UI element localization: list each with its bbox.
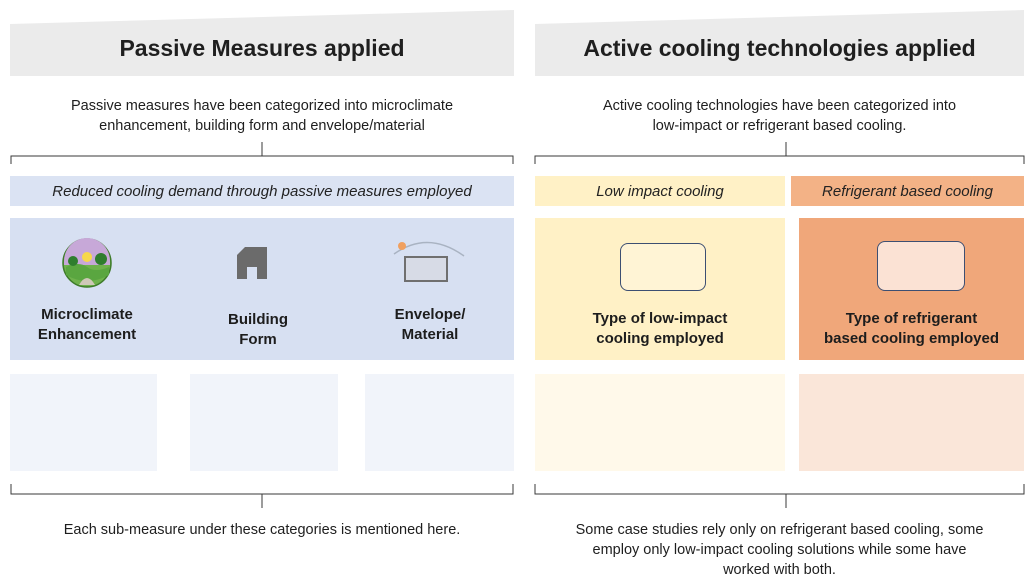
passive-top-brace (10, 142, 514, 164)
microclimate-label-line1: Microclimate (41, 306, 133, 323)
refrigerant-type-box (877, 241, 965, 291)
envelope-material-icon (388, 236, 468, 286)
active-description: Active cooling technologies have been ca… (535, 96, 1024, 136)
passive-category-bar: Reduced cooling demand through passive m… (10, 176, 514, 206)
microclimate-submeasure-box (10, 374, 157, 471)
active-footer-line3: worked with both. (723, 562, 836, 578)
active-footer: Some case studies rely only on refrigera… (535, 520, 1024, 580)
building-form-icon (227, 240, 279, 286)
passive-category-label: Reduced cooling demand through passive m… (52, 182, 472, 200)
envelope-material-submeasure-box (365, 374, 514, 471)
low-impact-label-line1: Type of low-impact (592, 310, 728, 327)
low-impact-label: Type of low-impact cooling employed (535, 309, 785, 349)
passive-description: Passive measures have been categorized i… (10, 96, 514, 136)
active-title: Active cooling technologies applied (583, 34, 976, 61)
refrigerant-label: Type of refrigerant based cooling employ… (799, 309, 1024, 349)
microclimate-label-line2: Enhancement (37, 326, 137, 343)
active-top-brace (534, 142, 1025, 164)
refrigerant-label-line1: Type of refrigerant (845, 310, 978, 327)
passive-bottom-brace (10, 484, 514, 508)
passive-footer: Each sub-measure under these categories … (63, 522, 461, 538)
active-footer-line2: employ only low-impact cooling solutions… (592, 542, 967, 558)
refrigerant-category-bar: Refrigerant based cooling (791, 176, 1024, 206)
active-description-line1: Active cooling technologies have been ca… (602, 98, 957, 114)
refrigerant-label-line2: based cooling employed (823, 330, 1000, 347)
building-form-label-line1: Building (228, 311, 288, 328)
building-form-submeasure-box (190, 374, 338, 471)
active-footer-line1: Some case studies rely only on refrigera… (575, 522, 984, 538)
active-title-banner: Active cooling technologies applied (535, 10, 1024, 76)
refrigerant-category-label: Refrigerant based cooling (822, 182, 993, 200)
low-impact-submeasure-box (535, 374, 785, 471)
envelope-material-label-line1: Envelope/ (394, 306, 466, 323)
building-form-label-line2: Form (239, 331, 277, 348)
low-impact-category-bar: Low impact cooling (535, 176, 785, 206)
passive-title: Passive Measures applied (119, 34, 405, 61)
microclimate-label: Microclimate Enhancement (20, 305, 154, 345)
passive-description-line1: Passive measures have been categorized i… (70, 98, 454, 114)
envelope-material-label: Envelope/ Material (362, 305, 498, 345)
active-bottom-brace (534, 484, 1025, 508)
envelope-material-label-line2: Material (401, 326, 459, 343)
refrigerant-submeasure-box (799, 374, 1024, 471)
low-impact-category-label: Low impact cooling (596, 182, 724, 200)
microclimate-landscape-icon (57, 237, 117, 289)
active-description-line2: low-impact or refrigerant based cooling. (652, 118, 907, 134)
passive-description-line2: enhancement, building form and envelope/… (99, 118, 425, 134)
building-form-label: Building Form (188, 310, 328, 350)
low-impact-type-box (620, 243, 706, 291)
low-impact-label-line2: cooling employed (596, 330, 724, 347)
passive-title-banner: Passive Measures applied (10, 10, 514, 76)
